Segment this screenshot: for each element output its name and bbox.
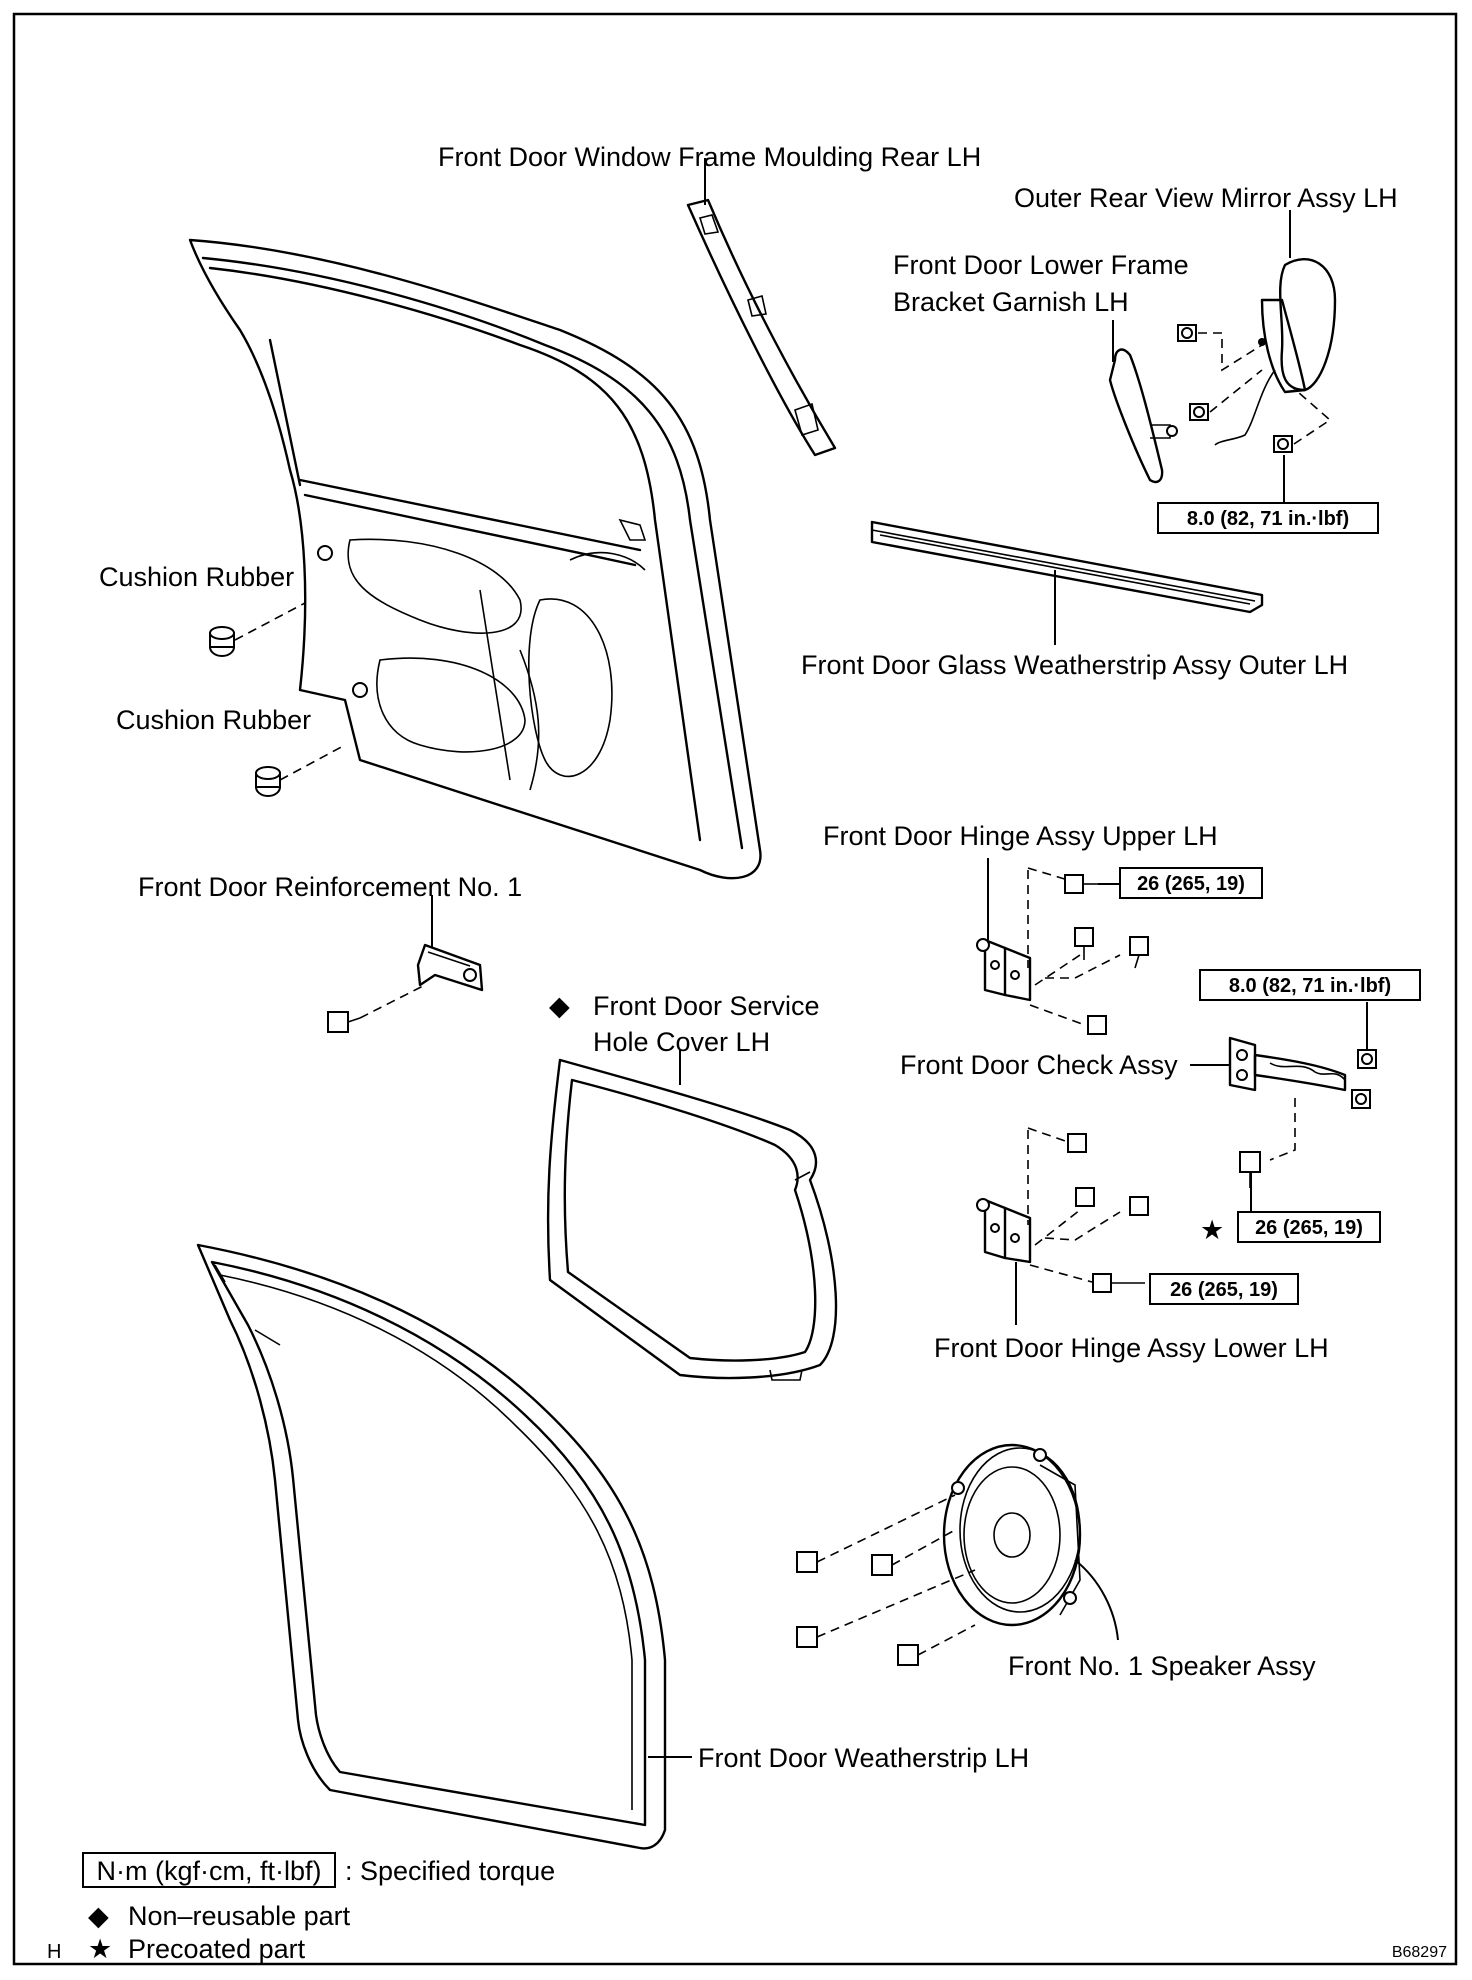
bolt-icon [871, 1554, 893, 1576]
label-hinge-upper: Front Door Hinge Assy Upper LH [823, 821, 1218, 851]
legend-torque-box [82, 1852, 336, 1888]
label-speaker: Front No. 1 Speaker Assy [1008, 1651, 1316, 1681]
label-mirror: Outer Rear View Mirror Assy LH [1014, 183, 1398, 213]
torque-box-hinge-lower [1149, 1273, 1299, 1305]
label-door-weatherstrip: Front Door Weatherstrip LH [698, 1743, 1029, 1773]
cushion-rubber-lower [255, 766, 281, 797]
bolt-icon [796, 1551, 818, 1573]
diagram-frame [12, 12, 1458, 1966]
label-glass-weatherstrip-outer: Front Door Glass Weatherstrip Assy Outer… [801, 650, 1348, 680]
bolt-icon [1067, 1133, 1087, 1153]
bolt-icon [897, 1644, 919, 1666]
label-cushion-upper: Cushion Rubber [99, 562, 294, 592]
cushion-rubber-upper [209, 626, 235, 657]
outer-rear-view-mirror [1214, 258, 1337, 446]
figure-code: B68297 [1392, 1944, 1447, 1961]
window-frame-moulding [686, 198, 837, 457]
bolt-icon [796, 1626, 818, 1648]
label-garnish-line2: Bracket Garnish LH [893, 287, 1129, 317]
torque-box-check [1199, 969, 1421, 1001]
hinge-lower [976, 1198, 1032, 1264]
torque-hinge-lower: 26 (265, 19) [1170, 1279, 1278, 1301]
check-assy [1228, 1036, 1347, 1092]
label-cushion-lower: Cushion Rubber [116, 705, 311, 735]
nut-icon [1177, 324, 1197, 342]
torque-check: 8.0 (82, 71 in.·lbf) [1229, 975, 1391, 997]
legend-torque-text: : Specified torque [345, 1856, 555, 1886]
label-check-assy: Front Door Check Assy [900, 1050, 1178, 1080]
label-garnish-line1: Front Door Lower Frame [893, 250, 1189, 280]
service-hole-cover [546, 1058, 838, 1381]
nut-icon [1273, 435, 1293, 453]
label-moulding: Front Door Window Frame Moulding Rear LH [438, 142, 981, 172]
bolt-icon [1092, 1273, 1145, 1293]
torque-box-check-body [1237, 1211, 1381, 1243]
bolt-icon [1075, 1187, 1095, 1207]
reinforcement-no1 [416, 943, 484, 992]
hinge-upper [976, 938, 1032, 1002]
legend-precoated: Precoated part [128, 1934, 306, 1964]
label-service-cover-line2: Hole Cover LH [593, 1027, 770, 1057]
nut-icon [1357, 1049, 1377, 1069]
bolt-icon [327, 1011, 361, 1033]
label-hinge-lower: Front Door Hinge Assy Lower LH [934, 1333, 1329, 1363]
nut-icon [1351, 1089, 1371, 1109]
bolt-icon [1064, 874, 1098, 894]
lower-frame-bracket-garnish [1108, 348, 1178, 484]
torque-box-mirror [1157, 502, 1379, 534]
legend-torque-unit: N·m (kgf·cm, ft·lbf) [97, 1856, 322, 1886]
star-icon: ★ [88, 1934, 112, 1964]
door-weatherstrip [196, 1243, 667, 1850]
torque-hinge-upper: 26 (265, 19) [1137, 873, 1245, 895]
star-icon: ★ [1200, 1215, 1224, 1245]
torque-mirror: 8.0 (82, 71 in.·lbf) [1187, 508, 1349, 530]
legend-margin-mark: H [47, 1941, 61, 1963]
label-reinforcement: Front Door Reinforcement No. 1 [138, 872, 522, 902]
nut-icon [1189, 403, 1209, 421]
diamond-icon: ◆ [549, 991, 570, 1021]
speaker-assy [942, 1443, 1082, 1627]
bolt-icon [1129, 936, 1149, 969]
bolt-icon [1129, 1196, 1149, 1216]
bolt-icon [1087, 1015, 1107, 1035]
bolt-icon [1074, 927, 1094, 960]
door-panel [188, 238, 762, 880]
torque-check-body: 26 (265, 19) [1255, 1217, 1363, 1239]
diamond-icon: ◆ [88, 1901, 109, 1931]
glass-weatherstrip-outer [870, 520, 1264, 614]
label-service-cover-line1: Front Door Service [593, 991, 820, 1021]
legend-nonreusable: Non–reusable part [128, 1901, 351, 1931]
